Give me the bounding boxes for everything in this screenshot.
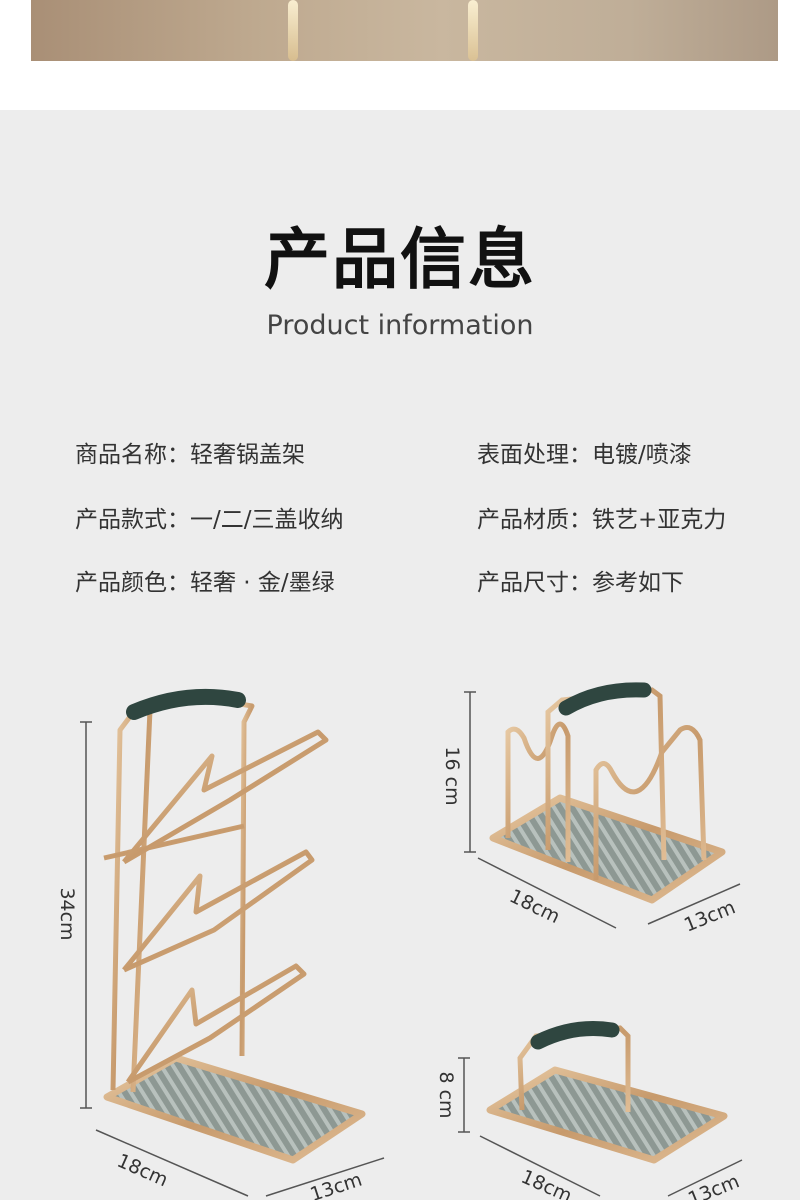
section-title-cn: 产品信息 (264, 221, 536, 298)
spec-material: 产品材质：铁艺+亚克力 (477, 507, 727, 533)
spec-style: 产品款式：一/二/三盖收纳 (75, 507, 344, 533)
medium-depth-label: 18cm (506, 885, 563, 928)
medium-rack-handle (558, 682, 652, 716)
medium-rack-loop-back (505, 721, 571, 862)
spec-size: 产品尺寸：参考如下 (477, 570, 684, 596)
large-rack-crossbar (103, 823, 245, 861)
small-rack-handle (530, 1021, 620, 1050)
section-title-en: Product information (266, 310, 534, 341)
small-rack (486, 1021, 728, 1164)
medium-height-label: 16 cm (441, 746, 463, 805)
large-rack-arm-top (122, 729, 329, 865)
product-info-panel: 产品信息 Product information 商品名称：轻奢锅盖架 表面处理… (0, 110, 800, 1200)
spec-surface-treatment: 表面处理：电镀/喷漆 (477, 442, 692, 468)
large-rack-handle (126, 688, 246, 720)
large-height-label: 34cm (56, 887, 78, 940)
large-rack (103, 688, 366, 1164)
large-rack-arm-middle (122, 849, 315, 973)
oil-stream-left (288, 0, 298, 61)
medium-rack-loop-front (593, 725, 707, 880)
small-height-label: 8 cm (435, 1071, 457, 1118)
large-rack-arm-bottom (125, 963, 307, 1085)
small-depth-label: 18cm (518, 1166, 575, 1200)
large-depth-label: 18cm (114, 1150, 171, 1192)
medium-width-label: 13cm (681, 896, 739, 936)
spec-color: 产品颜色：轻奢 · 金/墨绿 (75, 570, 335, 596)
medium-rack (489, 682, 726, 904)
oil-stream-right (468, 0, 478, 61)
small-width-label: 13cm (685, 1170, 743, 1200)
spec-product-name: 商品名称：轻奢锅盖架 (75, 442, 305, 468)
medium-rack-tray (489, 794, 726, 904)
top-product-photo (31, 0, 778, 61)
small-rack-tray (486, 1066, 728, 1164)
large-rack-frame (110, 703, 153, 1093)
